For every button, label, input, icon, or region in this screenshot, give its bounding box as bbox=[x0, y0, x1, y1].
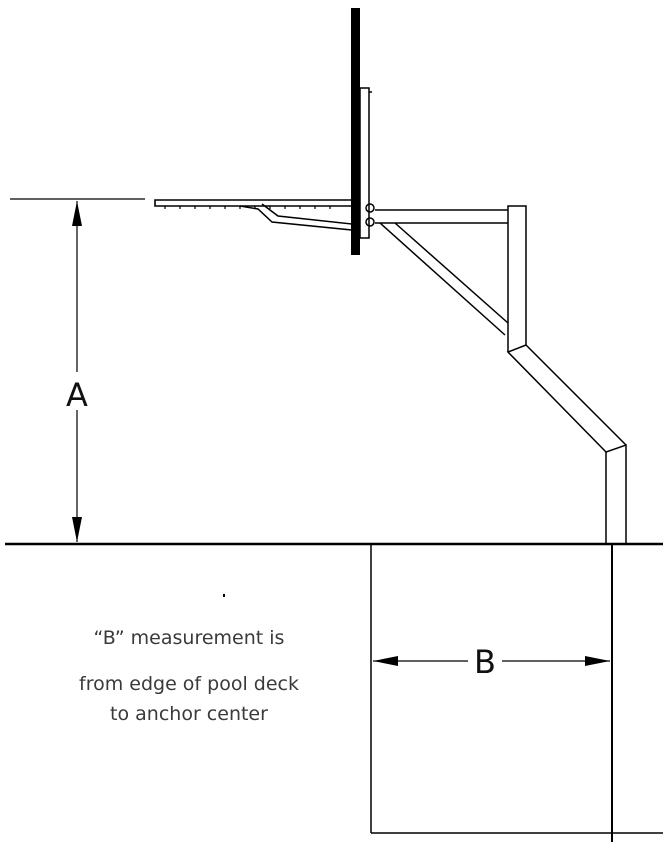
rim-net-hooks bbox=[164, 206, 331, 209]
mount-bolt-lower bbox=[365, 217, 375, 227]
extension-arm bbox=[375, 209, 508, 224]
note-line-2: from edge of pool deck bbox=[79, 673, 299, 695]
mount-bolt-upper bbox=[365, 203, 375, 213]
note-line-1: “B” measurement is bbox=[94, 627, 285, 649]
basketball-system bbox=[154, 87, 627, 544]
dimension-b-label: B bbox=[474, 643, 496, 681]
dimension-a-label: A bbox=[66, 376, 88, 414]
pole-lower bbox=[605, 443, 627, 544]
rim bbox=[154, 199, 353, 207]
dimension-b: B bbox=[373, 643, 610, 681]
dimension-b-arrow-right bbox=[585, 656, 610, 666]
rim-brace bbox=[239, 203, 353, 231]
anchor-pit bbox=[370, 544, 663, 842]
support-strut bbox=[379, 222, 509, 336]
pole-upper bbox=[507, 205, 527, 352]
pole-angled bbox=[506, 344, 627, 453]
dimension-b-arrow-left bbox=[373, 656, 398, 666]
note-line-3: to anchor center bbox=[110, 703, 268, 725]
dimension-a: A bbox=[10, 198, 145, 542]
backboard bbox=[351, 8, 360, 255]
dimension-a-arrow-bottom bbox=[72, 517, 82, 542]
measurement-note: “B” measurement is from edge of pool dec… bbox=[79, 627, 299, 725]
stray-mark bbox=[223, 594, 225, 597]
backboard-bracket bbox=[359, 87, 370, 239]
dimension-a-arrow-top bbox=[72, 201, 82, 226]
